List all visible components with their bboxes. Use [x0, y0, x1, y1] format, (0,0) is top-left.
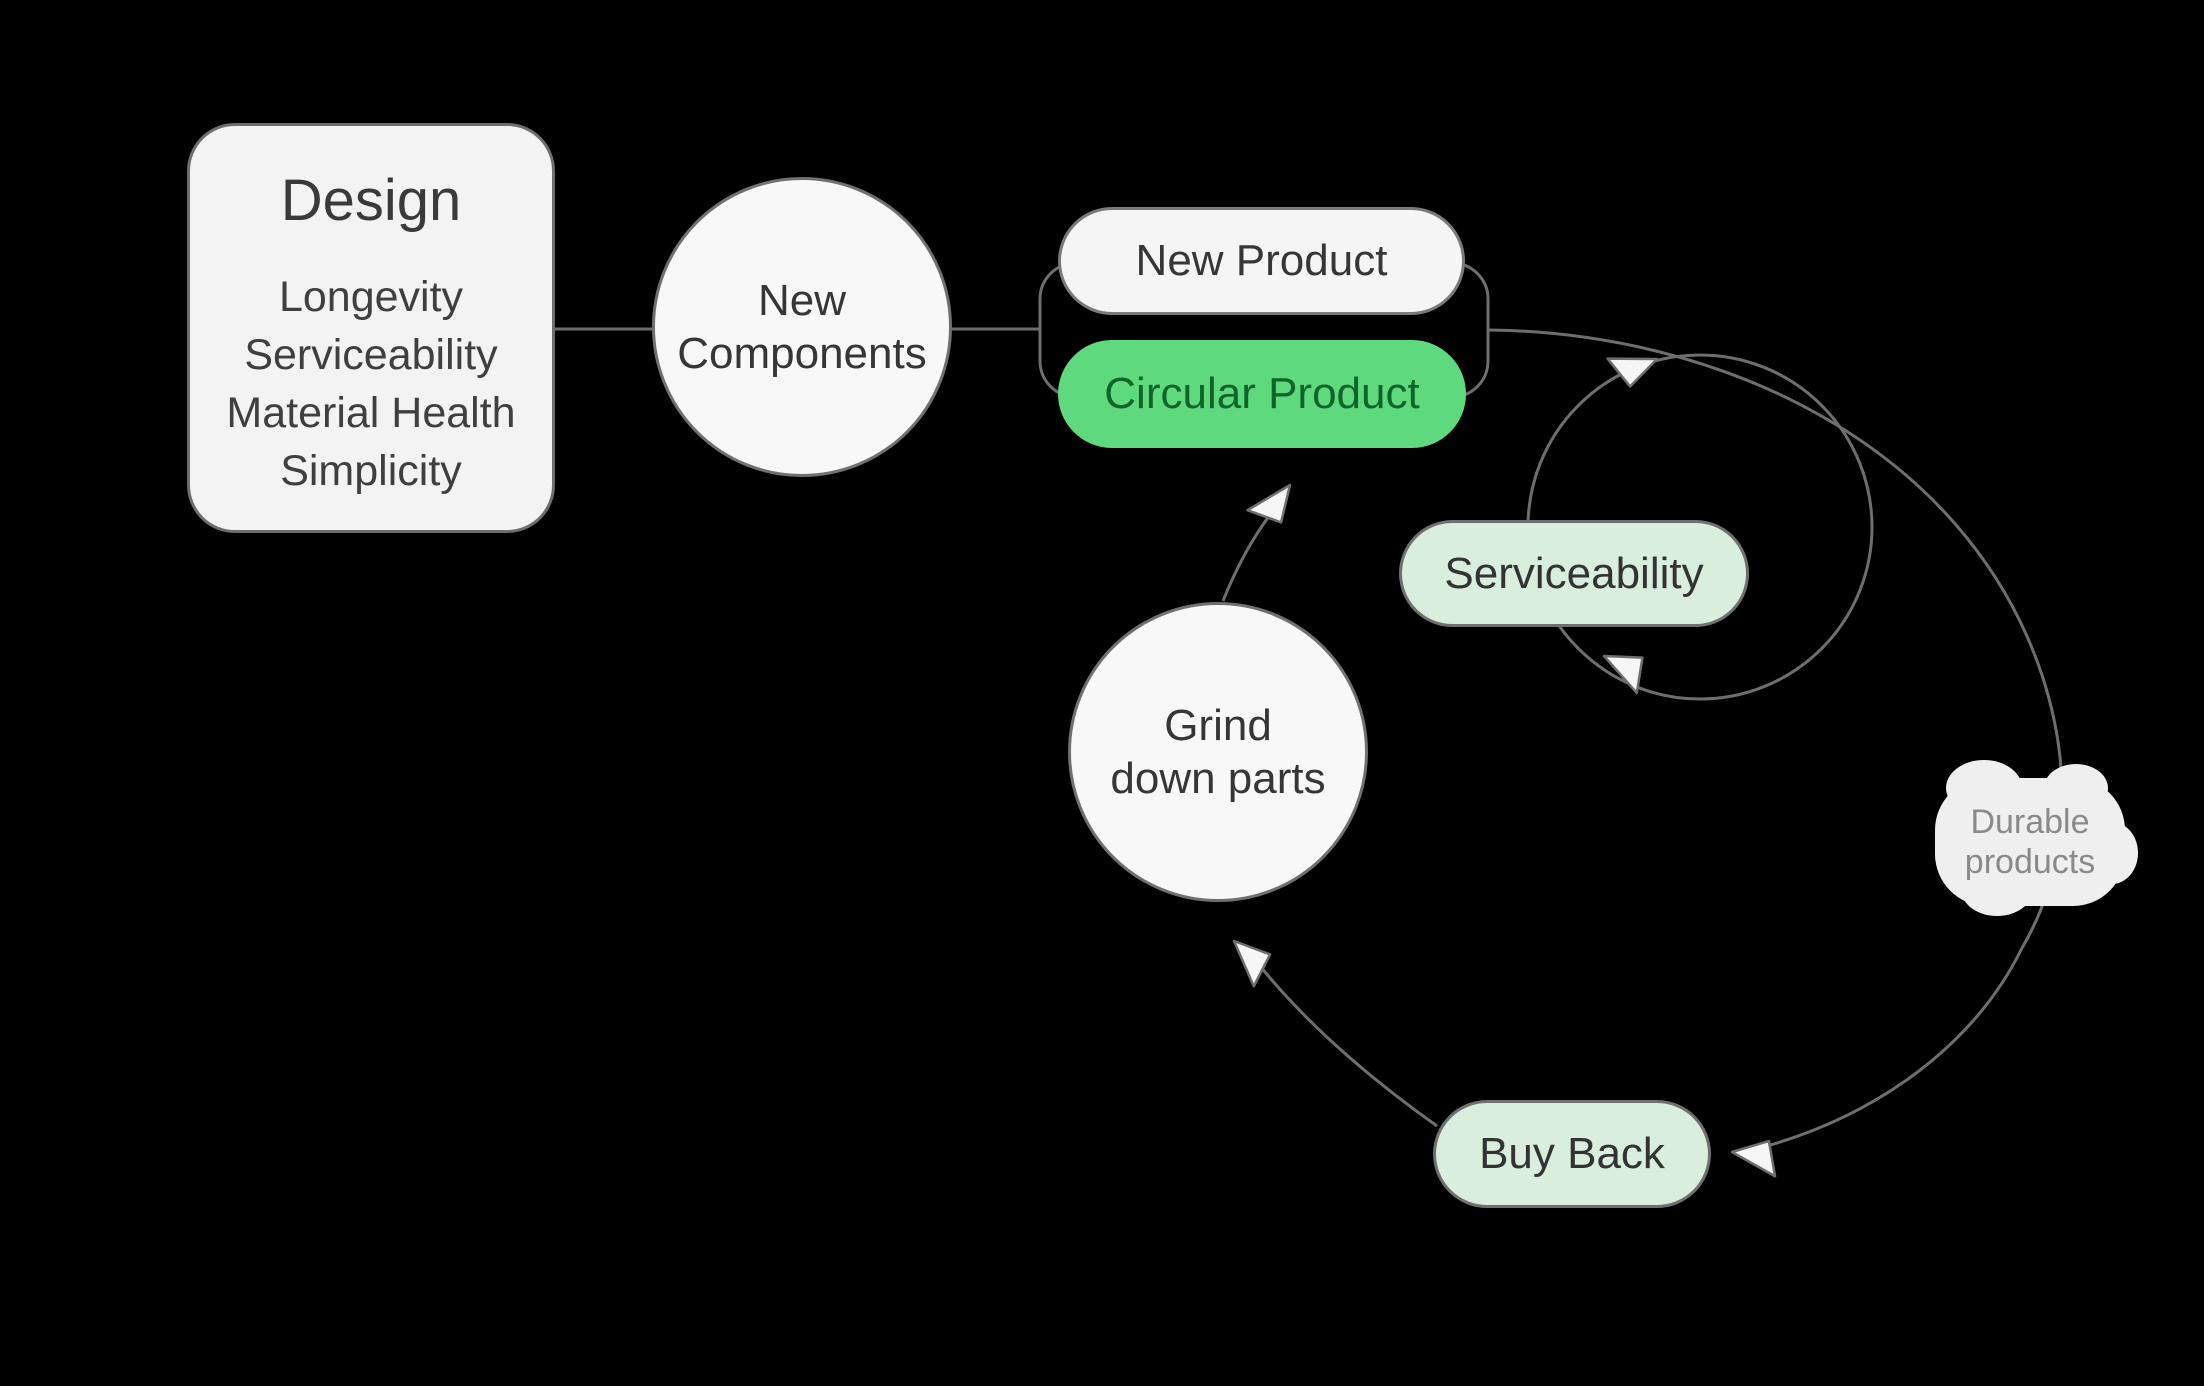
node-circular-product: Circular Product	[1058, 340, 1466, 448]
node-buy-back: Buy Back	[1433, 1100, 1711, 1208]
design-principle: Longevity	[278, 273, 464, 321]
design-title: Design	[280, 168, 462, 233]
arc-product-to-buyback-via-durable	[1487, 328, 2064, 1151]
node-buy-back-label: Buy Back	[1479, 1129, 1665, 1178]
node-serviceability: Serviceability	[1399, 520, 1749, 627]
node-durable-products: Durable products	[1935, 778, 2125, 906]
node-new-product: New Product	[1058, 207, 1465, 315]
design-principle: Serviceability	[244, 331, 498, 379]
node-grind-down-parts: Grind down parts	[1068, 602, 1368, 902]
node-durable-label-line1: Durable	[1970, 803, 2090, 841]
arrowhead-into-buyback	[1730, 1139, 1777, 1178]
design-principle: Material Health	[226, 389, 516, 437]
node-new-components-label-line2: Components	[677, 329, 927, 378]
arrowhead-service-loop-return	[1606, 357, 1659, 388]
node-circular-product-label: Circular Product	[1104, 369, 1420, 418]
node-durable-label-line2: products	[1964, 843, 2096, 881]
arrowhead-into-serviceability	[1602, 654, 1644, 695]
node-new-components-label-line1: New	[757, 276, 847, 325]
node-grind-label-line2: down parts	[1110, 754, 1326, 803]
node-grind-label-line1: Grind	[1164, 701, 1272, 750]
node-serviceability-label: Serviceability	[1444, 548, 1704, 598]
design-box: Design Longevity Serviceability Material…	[187, 123, 555, 533]
arc-buyback-to-grind	[1247, 951, 1438, 1128]
design-principles-list: Longevity Serviceability Material Health…	[226, 268, 515, 500]
arrowhead-into-circular-product	[1246, 483, 1292, 524]
design-principle: Simplicity	[280, 447, 462, 495]
node-new-components: New Components	[652, 177, 952, 477]
arrowhead-into-grind	[1232, 939, 1272, 988]
node-new-product-label: New Product	[1135, 236, 1388, 285]
